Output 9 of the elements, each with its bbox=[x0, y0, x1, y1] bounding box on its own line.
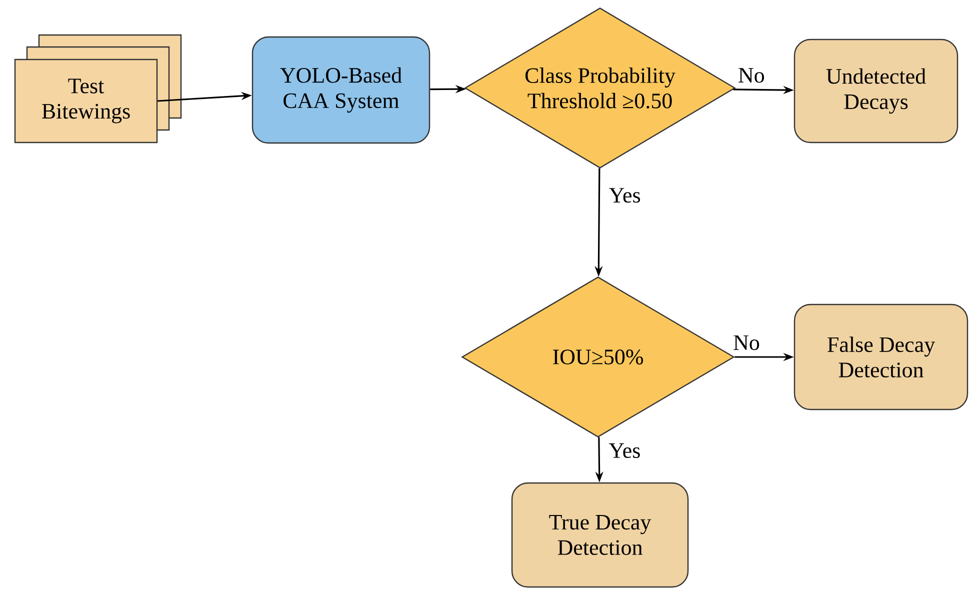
document-stack: Test Bitewings bbox=[14, 34, 182, 144]
edge-label: No bbox=[734, 335, 760, 350]
edge-label: Yes bbox=[608, 443, 640, 458]
process-box: False Decay Detection bbox=[794, 304, 968, 410]
edge-label: No bbox=[738, 68, 764, 83]
process-box: Undetected Decays bbox=[794, 38, 958, 144]
process-box: YOLO-Based CAA System bbox=[252, 36, 430, 144]
edge-label: Yes bbox=[609, 188, 640, 203]
process-box: True Decay Detection bbox=[511, 482, 689, 588]
